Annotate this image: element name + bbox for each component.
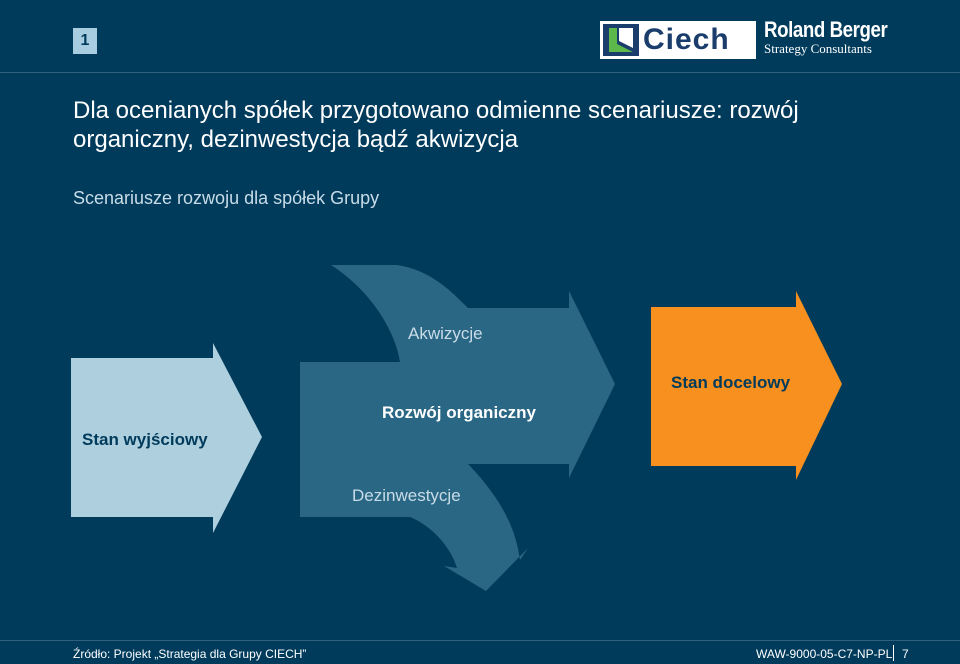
start-state-label: Stan wyjściowy — [82, 430, 208, 449]
target-state-label: Stan docelowy — [671, 373, 791, 392]
organic-growth-label: Rozwój organiczny — [382, 403, 536, 422]
ciech-logo-mark — [603, 24, 639, 56]
roland-berger-logo-tagline: Strategy Consultants — [764, 41, 872, 56]
footer-separator — [893, 645, 894, 661]
target-state-arrow — [651, 291, 842, 480]
divestment-label: Dezinwestycje — [352, 486, 461, 505]
document-code: WAW-9000-05-C7-NP-PL — [756, 647, 893, 661]
start-state-arrow — [71, 343, 262, 533]
ciech-logo: Ciech — [600, 21, 756, 59]
page-number: 7 — [902, 647, 909, 661]
page-subtitle: Scenariusze rozwoju dla spółek Grupy — [73, 188, 380, 208]
development-scenarios-arrow — [300, 265, 615, 591]
page-title: Dla ocenianych spółek przygotowano odmie… — [73, 97, 799, 153]
source-note: Źródło: Projekt „Strategia dla Grupy CIE… — [73, 647, 307, 661]
slide-number-badge: 1 — [73, 28, 97, 54]
roland-berger-logo-name: Roland Berger — [764, 17, 888, 42]
header-divider — [0, 72, 960, 73]
roland-berger-logo: Roland Berger Strategy Consultants — [764, 18, 904, 56]
ciech-logo-text: Ciech — [643, 23, 730, 56]
footer-divider — [0, 640, 960, 641]
acquisition-label: Akwizycje — [408, 324, 483, 343]
